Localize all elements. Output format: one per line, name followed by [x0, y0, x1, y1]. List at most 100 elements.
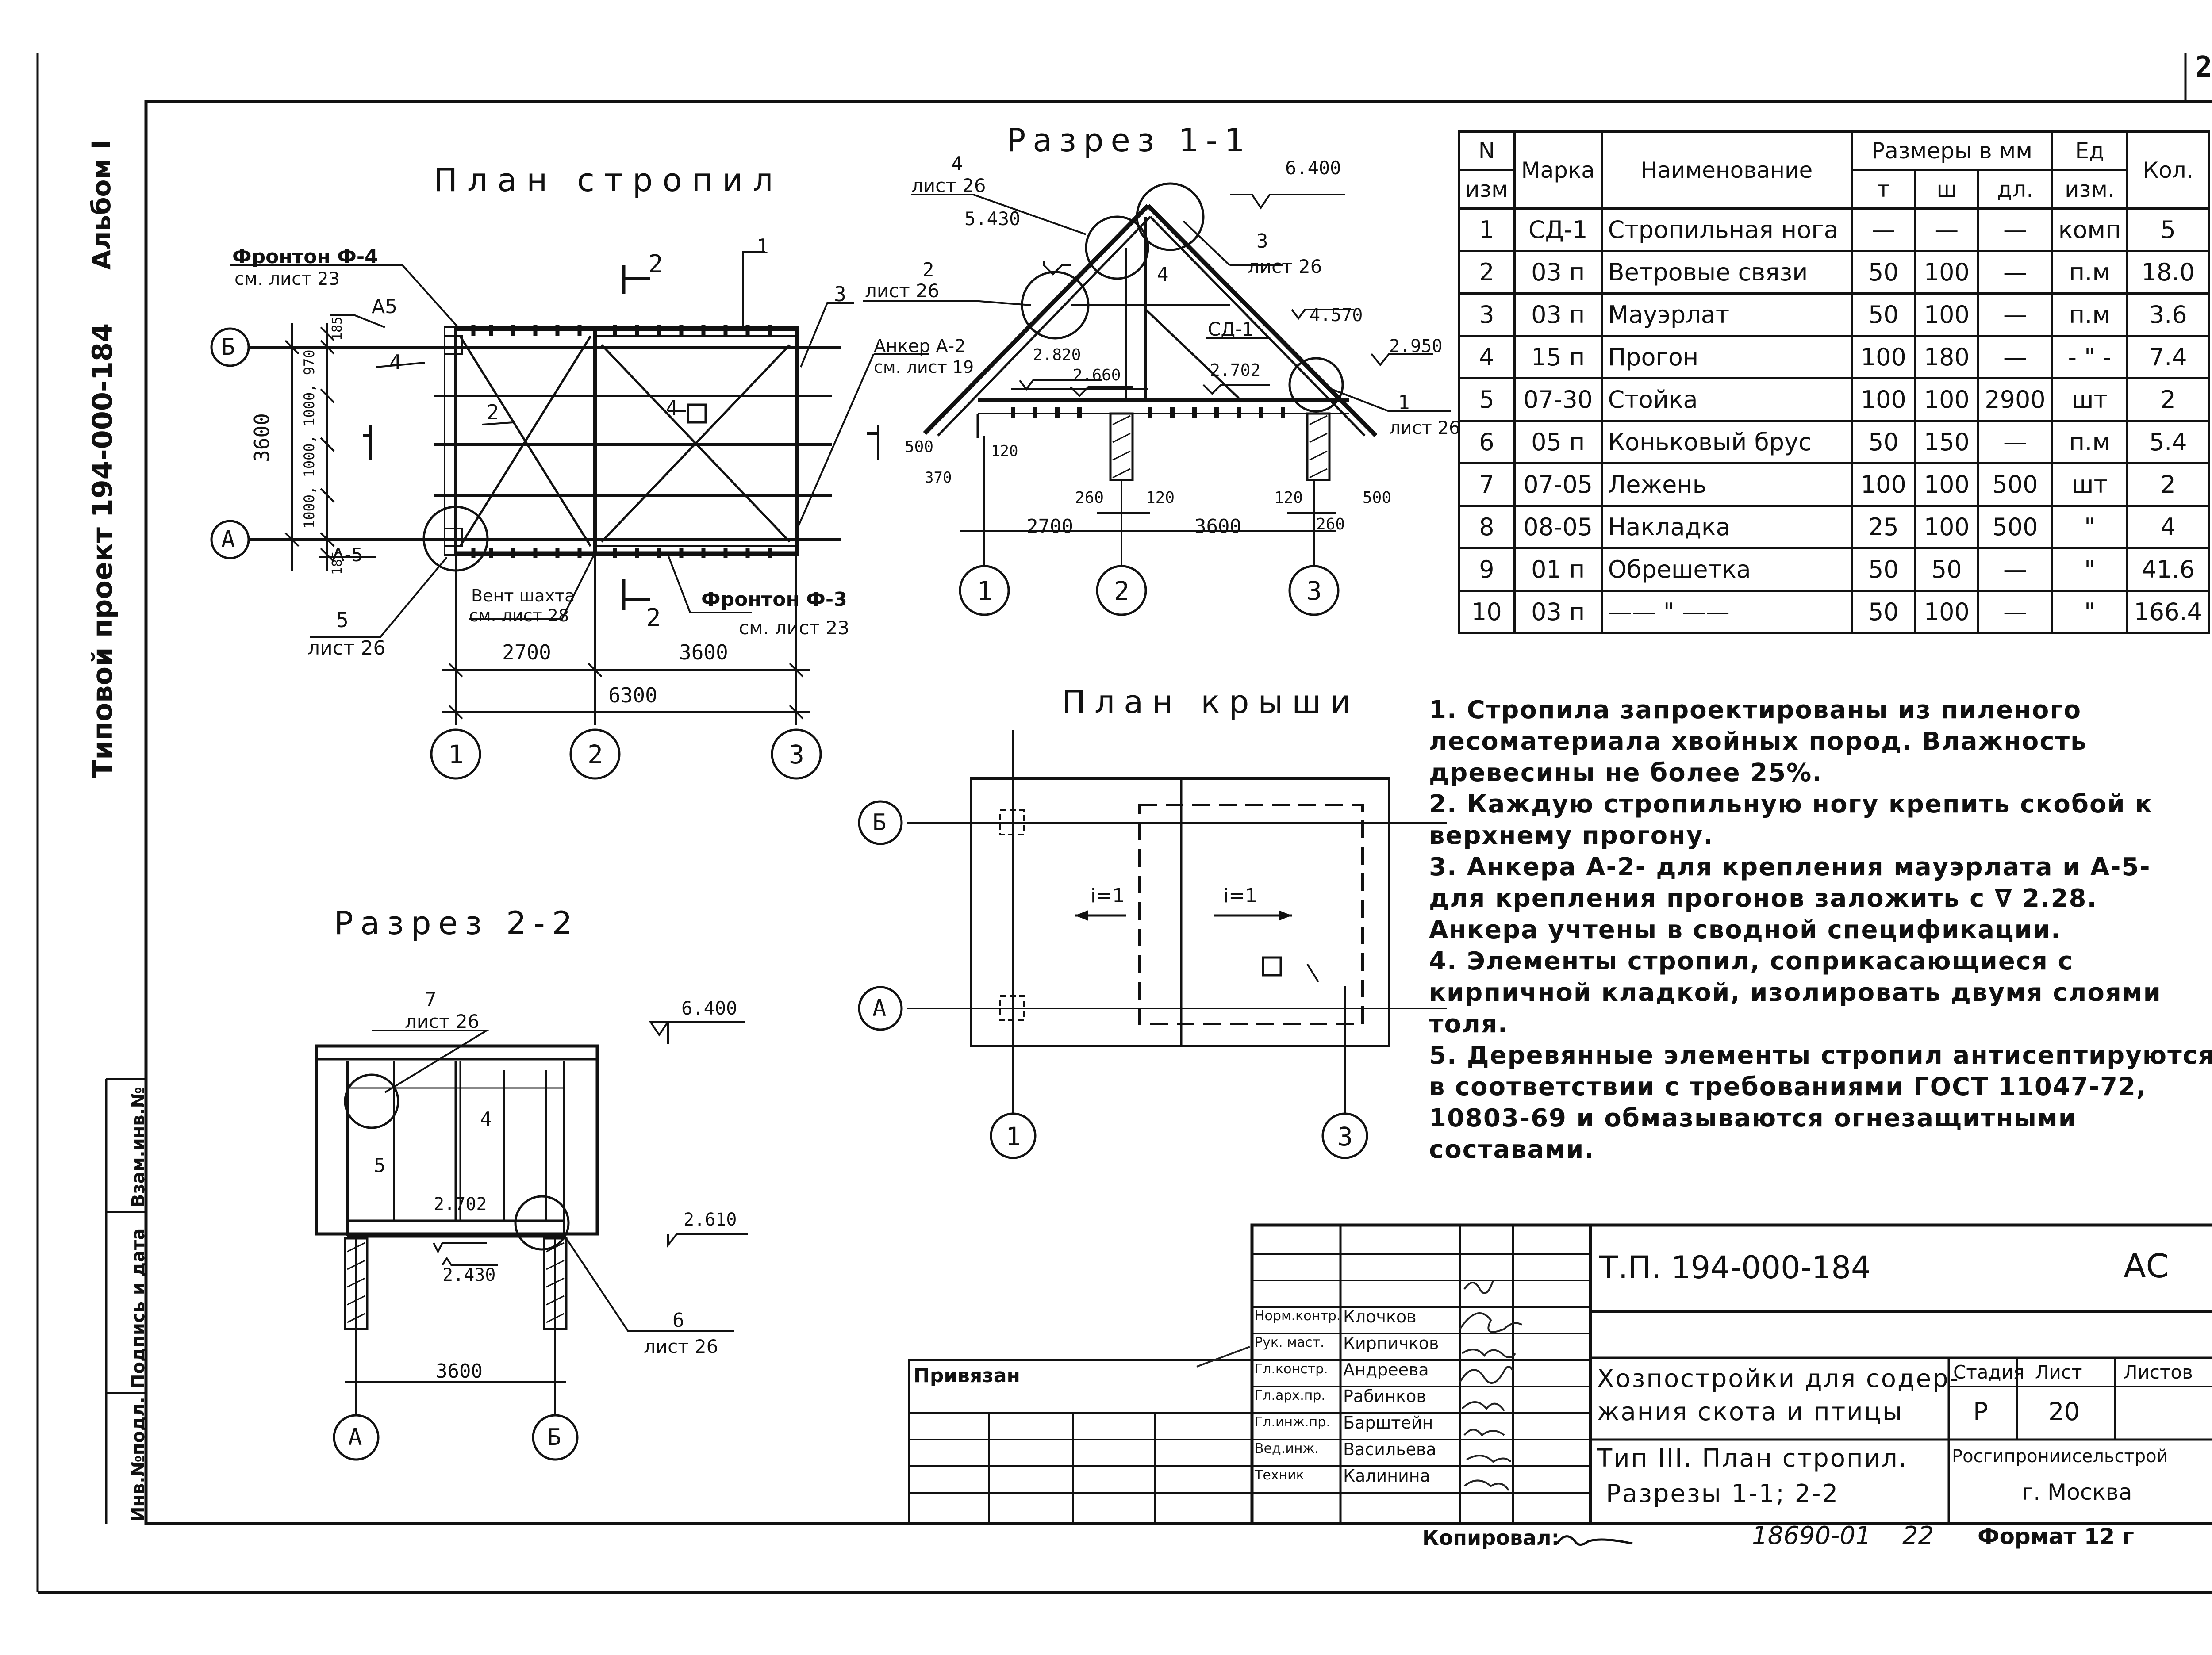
- vent-shaft-label: Вент шахта: [471, 586, 575, 605]
- note-3: 3. Анкера А-2- для крепления мауэрлата и…: [1429, 853, 2151, 944]
- spec-cell-unit: ": [2051, 505, 2129, 549]
- spec-cell-sh: 100: [1914, 250, 1980, 295]
- section-2-2-title: Разрез 2-2: [334, 904, 580, 942]
- spec-cell-name: Накладка: [1600, 505, 1853, 549]
- roof-slope-left: i=1: [1091, 885, 1125, 907]
- s22-dim-3600: 3600: [436, 1360, 483, 1383]
- spec-cell-name: Мауэрлат: [1600, 292, 1853, 337]
- spec-cell-n: 4: [1458, 335, 1516, 379]
- axis-3-bubble-label: 3: [789, 739, 804, 770]
- spec-cell-n: 6: [1458, 420, 1516, 464]
- spec-header-n: N: [1458, 130, 1516, 171]
- s11-axis-1: 1: [977, 576, 992, 606]
- sheet-value: 20: [2048, 1398, 2080, 1426]
- footer-num: 22: [1902, 1521, 1934, 1550]
- name-kalinina: Калинина: [1343, 1466, 1430, 1486]
- spec-header-sizes: Размеры в мм: [1851, 130, 2053, 171]
- spec-cell-n: 7: [1458, 462, 1516, 507]
- section-2-bottom-mark: 2: [646, 604, 661, 632]
- spec-cell-mark: 03 п: [1513, 292, 1603, 337]
- specification-table: N Марка Наименование Размеры в мм Ед Кол…: [1458, 130, 2210, 634]
- axis-b-bubble-label: Б: [221, 334, 235, 360]
- spec-header-dl: дл.: [1977, 169, 2053, 210]
- s11-sheet-26-d: лист 26: [1389, 418, 1460, 438]
- role-glkonstr: Гл.констр.: [1255, 1361, 1328, 1377]
- section-1-1-title: Разрез 1-1: [1006, 122, 1252, 159]
- spec-cell-t: 50: [1851, 292, 1916, 337]
- s22-level-2430: 2.430: [442, 1265, 496, 1285]
- spec-cell-unit: шт: [2051, 377, 2129, 422]
- spec-cell-unit: комп: [2051, 207, 2129, 252]
- footer-format: Формат 12 г: [1978, 1524, 2134, 1549]
- spec-cell-unit: п.м: [2051, 420, 2129, 464]
- s22-sheet-26-bottom: лист 26: [644, 1336, 718, 1357]
- axis-1-bubble-label: 1: [448, 739, 464, 770]
- spec-cell-t: 100: [1851, 377, 1916, 422]
- fronton-f4-label: Фронтон Ф-4: [232, 245, 378, 268]
- spec-cell-name: Лежень: [1600, 462, 1853, 507]
- s11-dim-120-right: 120: [1274, 489, 1303, 507]
- s11-axis-3: 3: [1306, 576, 1322, 606]
- s22-level-2702: 2.702: [434, 1194, 487, 1214]
- axis-a-bubble-label: А: [221, 526, 235, 553]
- s11-dim-120-mid: 120: [1146, 489, 1175, 507]
- spec-cell-dl: 2900: [1977, 377, 2053, 422]
- rafter-plan-title: План стропил: [434, 161, 783, 199]
- role-rukmast: Рук. маст.: [1255, 1335, 1325, 1350]
- spec-cell-mark: 05 п: [1513, 420, 1603, 464]
- roof-plan-title: План крыши: [1062, 683, 1359, 720]
- s22-mark-6: 6: [672, 1309, 684, 1332]
- spec-cell-t: 100: [1851, 462, 1916, 507]
- s11-level-4570: 4.570: [1310, 305, 1363, 326]
- anchor-a2-label: Анкер А-2: [874, 336, 966, 356]
- s22-axis-b: Б: [547, 1424, 561, 1451]
- s11-mark-3: 3: [1256, 230, 1268, 253]
- s22-mark-4: 4: [480, 1108, 492, 1130]
- vent-shaft-sheet: см. лист 28: [469, 606, 569, 625]
- spec-cell-n: 8: [1458, 505, 1516, 549]
- section-2-top-mark: 2: [648, 250, 663, 279]
- role-technik: Техник: [1255, 1467, 1304, 1483]
- spec-cell-t: 25: [1851, 505, 1916, 549]
- note-1: 1. Стропила запроектированы из пиленого …: [1429, 696, 2087, 787]
- spec-cell-unit: ": [2051, 590, 2129, 634]
- spec-cell-n: 2: [1458, 250, 1516, 295]
- s11-level-2950: 2.950: [1389, 336, 1443, 356]
- spec-cell-dl: —: [1977, 292, 2053, 337]
- spec-cell-qty: 7.4: [2126, 335, 2210, 379]
- stage-value: Р: [1973, 1398, 1988, 1426]
- spec-cell-sh: —: [1914, 207, 1980, 252]
- name-kirpichkov: Кирпичков: [1343, 1333, 1439, 1353]
- spec-cell-t: 50: [1851, 547, 1916, 592]
- spec-cell-sh: 100: [1914, 590, 1980, 634]
- s22-level-6400: 6.400: [681, 997, 737, 1019]
- s11-dim-500-right: 500: [1363, 489, 1392, 507]
- spec-cell-unit: - " -: [2051, 335, 2129, 379]
- spec-header-t: т: [1851, 169, 1916, 210]
- role-norm-control: Норм.контр.: [1255, 1308, 1341, 1324]
- mark-4-left: 4: [389, 350, 402, 374]
- spec-header-name: Наименование: [1600, 130, 1853, 210]
- fronton-f3-sheet: см. лист 23: [739, 617, 849, 639]
- spec-cell-dl: —: [1977, 207, 2053, 252]
- name-vasilieva: Васильева: [1343, 1440, 1436, 1459]
- s11-dim-370: 370: [925, 469, 952, 487]
- spec-cell-unit: ": [2051, 547, 2129, 592]
- s11-mark-2: 2: [922, 259, 934, 281]
- s11-level-2660: 2.660: [1073, 366, 1121, 384]
- s11-level-2820: 2.820: [1033, 346, 1081, 364]
- sheet-header: Лист: [2035, 1361, 2082, 1383]
- role-glarh: Гл.арх.пр.: [1255, 1388, 1325, 1403]
- mark-4-center: 4: [666, 396, 678, 420]
- s22-mark-7: 7: [425, 988, 437, 1011]
- spec-cell-dl: —: [1977, 590, 2053, 634]
- dim-width-total: 6300: [608, 683, 657, 707]
- roof-axis-b: Б: [872, 809, 887, 836]
